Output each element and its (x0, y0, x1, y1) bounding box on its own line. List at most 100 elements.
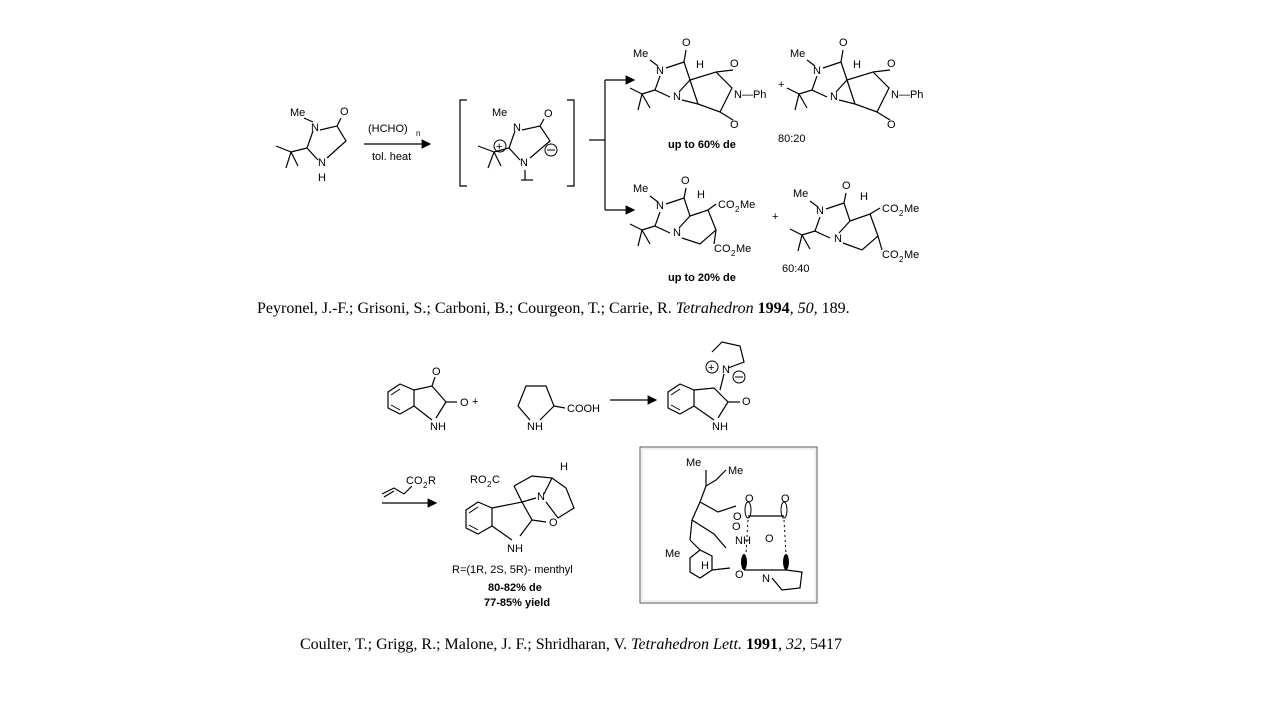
svg-text:C: C (492, 474, 500, 486)
svg-text:H: H (696, 59, 704, 71)
svg-text:O: O (544, 108, 553, 120)
svg-text:O: O (460, 397, 469, 409)
r-group-label: R=(1R, 2S, 5R)- menthyl (452, 564, 573, 576)
spiro-product: RO 2 C H N O NH (465, 461, 575, 555)
svg-text:O: O (732, 521, 741, 533)
starting-imidazolidinone: Me N O N H (275, 106, 349, 184)
svg-text:RO: RO (470, 474, 487, 486)
svg-text:N: N (722, 364, 730, 376)
acrylate-reagent-arrow: CO 2 R (381, 475, 438, 508)
branch-arrows (589, 75, 636, 215)
svg-text:N: N (656, 200, 664, 212)
reaction-arrow-1: (HCHO) n tol. heat (364, 123, 432, 163)
svg-text:N: N (673, 227, 681, 239)
citation-1-journal: Tetrahedron (675, 300, 754, 317)
svg-text:Me: Me (904, 203, 919, 215)
svg-text:O: O (340, 106, 349, 118)
svg-text:2: 2 (423, 481, 428, 490)
svg-text:Me: Me (904, 249, 919, 261)
svg-text:O: O (735, 569, 744, 581)
svg-text:O: O (742, 396, 751, 408)
svg-text:H: H (560, 461, 568, 473)
svg-text:Me: Me (793, 188, 808, 200)
svg-text:N: N (673, 91, 681, 103)
citation-coulter: Coulter, T.; Grigg, R.; Malone, J. F.; S… (300, 636, 842, 654)
svg-text:Me: Me (492, 107, 507, 119)
svg-text:O: O (781, 493, 790, 505)
azomethine-ylide-intermediate: Me N O N + (459, 99, 575, 187)
svg-text:H: H (860, 191, 868, 203)
svg-text:R: R (428, 475, 436, 487)
svg-text:Me: Me (740, 199, 755, 211)
svg-text:Me: Me (633, 48, 648, 60)
de-bottom: up to 20% de (668, 272, 736, 284)
svg-text:O: O (730, 58, 739, 70)
product-bottom-major: Me N O H N CO 2 Me CO 2 Me (629, 175, 755, 258)
svg-text:NH: NH (527, 421, 543, 433)
citation-2-year: 1991 (741, 636, 778, 653)
svg-text:N—Ph: N—Ph (734, 89, 766, 101)
svg-text:2: 2 (731, 249, 736, 258)
svg-text:Me: Me (290, 107, 305, 119)
svg-text:Me: Me (736, 243, 751, 255)
product-bottom-minor: Me N O H N CO 2 Me CO 2 Me (789, 180, 919, 264)
plus-sign-isatin: + (472, 396, 478, 408)
svg-text:N: N (520, 157, 528, 169)
svg-text:NH: NH (735, 535, 751, 547)
citation-2-volume: , 32 (777, 636, 802, 653)
isatin-proline-ylide: N + O NH (667, 341, 751, 433)
svg-text:+: + (496, 141, 502, 153)
svg-text:tol. heat: tol. heat (372, 151, 411, 163)
svg-text:NH: NH (507, 543, 523, 555)
svg-text:H: H (853, 59, 861, 71)
svg-text:CO: CO (714, 243, 731, 255)
svg-text:N: N (834, 233, 842, 245)
svg-text:+: + (708, 362, 714, 374)
svg-text:NH: NH (430, 421, 446, 433)
svg-text:O: O (681, 175, 690, 187)
svg-text:N: N (537, 491, 545, 503)
svg-text:O: O (549, 517, 558, 529)
svg-text:2: 2 (735, 205, 740, 214)
svg-text:O: O (745, 493, 754, 505)
product-top-major: Me N O H O N N—Ph O (629, 37, 766, 131)
svg-text:N: N (762, 573, 770, 585)
transition-state-box: Me Me Me O O O O H NH O O N (639, 446, 818, 604)
svg-text:H: H (701, 560, 709, 572)
svg-text:N: N (318, 157, 326, 169)
svg-text:O: O (887, 58, 896, 70)
svg-text:O: O (682, 37, 691, 49)
ratio-top: 80:20 (778, 133, 806, 145)
svg-text:O: O (432, 366, 441, 378)
citation-1-year: 1994 (753, 300, 790, 317)
citation-2-journal: Tetrahedron Lett. (631, 636, 742, 653)
svg-text:Me: Me (665, 548, 680, 560)
svg-text:N: N (816, 205, 824, 217)
de-label: 80-82% de (488, 582, 542, 594)
proline: NH COOH (517, 385, 600, 433)
svg-text:Me: Me (686, 457, 701, 469)
svg-text:CO: CO (406, 475, 423, 487)
plus-sign-bottom: + (772, 211, 778, 223)
svg-text:O: O (842, 180, 851, 192)
citation-1-volume: , 50 (789, 300, 814, 317)
citation-1-authors: Peyronel, J.-F.; Grisoni, S.; Carboni, B… (257, 300, 676, 317)
svg-text:O: O (733, 511, 742, 523)
plus-sign-top: + (778, 79, 784, 91)
svg-text:(HCHO): (HCHO) (368, 123, 408, 135)
svg-text:Me: Me (728, 465, 743, 477)
svg-text:Me: Me (790, 48, 805, 60)
svg-text:COOH: COOH (567, 403, 600, 415)
svg-text:n: n (416, 129, 420, 138)
svg-text:H: H (318, 172, 326, 184)
yield-label: 77-85% yield (484, 597, 550, 609)
svg-text:CO: CO (718, 199, 735, 211)
citation-peyronel: Peyronel, J.-F.; Grisoni, S.; Carboni, B… (257, 300, 850, 318)
svg-text:N: N (656, 65, 664, 77)
svg-text:N: N (311, 122, 319, 134)
svg-text:2: 2 (899, 255, 904, 264)
svg-text:2: 2 (899, 209, 904, 218)
citation-1-pages: , 189. (813, 300, 850, 317)
product-top-minor: Me N O H O N N—Ph O (786, 37, 923, 131)
